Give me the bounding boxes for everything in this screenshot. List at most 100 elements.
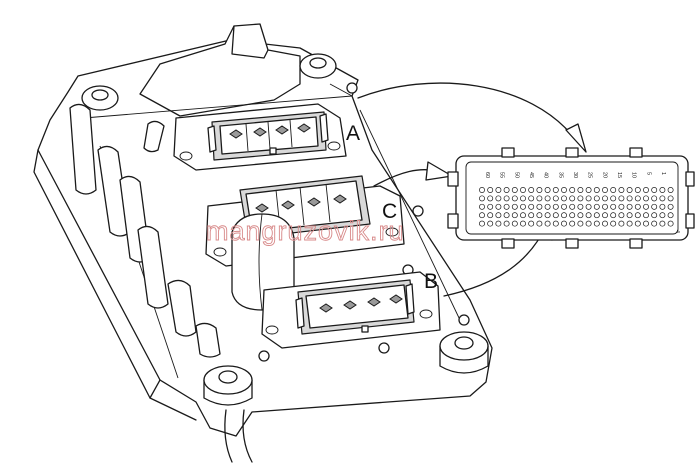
pin bbox=[667, 187, 674, 193]
pin bbox=[593, 195, 600, 202]
pin bbox=[659, 187, 666, 193]
pin bbox=[552, 212, 559, 219]
pin bbox=[593, 220, 600, 227]
pin bbox=[602, 203, 608, 210]
pin bbox=[643, 187, 649, 193]
pin bbox=[479, 220, 485, 227]
pin bbox=[610, 195, 617, 202]
pin bbox=[634, 195, 641, 202]
pin bbox=[626, 187, 633, 193]
pin bbox=[536, 195, 543, 202]
pin bbox=[634, 187, 641, 193]
pin bbox=[569, 195, 576, 202]
pin bbox=[577, 187, 584, 193]
pin-number-label: 55 bbox=[499, 172, 505, 178]
pin bbox=[659, 203, 666, 210]
pin bbox=[602, 195, 608, 202]
cooling-fins bbox=[69, 103, 221, 358]
pin bbox=[536, 203, 543, 210]
pin bbox=[618, 195, 625, 202]
pin bbox=[626, 212, 633, 219]
pin-number-label: 15 bbox=[616, 172, 622, 178]
pin bbox=[577, 195, 584, 202]
bolt-bottom-left bbox=[203, 365, 253, 406]
pin bbox=[561, 187, 567, 193]
pin bbox=[602, 220, 608, 227]
pin bbox=[520, 195, 526, 202]
pin bbox=[487, 187, 494, 193]
pin bbox=[577, 212, 584, 219]
pin-number-label: 5 bbox=[645, 172, 651, 175]
pin-number-edge: 4 bbox=[674, 230, 680, 233]
pin bbox=[487, 195, 494, 202]
pin bbox=[503, 203, 510, 210]
pin bbox=[561, 220, 567, 227]
pin bbox=[651, 187, 658, 193]
pin bbox=[536, 212, 543, 219]
pin bbox=[511, 212, 518, 219]
pin bbox=[495, 212, 502, 219]
pin bbox=[618, 212, 625, 219]
pin bbox=[487, 212, 494, 219]
watermark: mangruzovik.ru bbox=[206, 216, 405, 246]
pin bbox=[495, 195, 502, 202]
pin bbox=[585, 212, 592, 219]
pin bbox=[495, 203, 502, 210]
pin bbox=[511, 203, 518, 210]
pin bbox=[634, 203, 641, 210]
label-b: B bbox=[424, 270, 438, 293]
pin bbox=[667, 195, 674, 202]
pin bbox=[593, 187, 600, 193]
pin bbox=[528, 203, 535, 210]
pin bbox=[667, 220, 674, 227]
pin bbox=[577, 220, 584, 227]
pin bbox=[495, 220, 502, 227]
pin bbox=[479, 187, 485, 193]
pin bbox=[503, 195, 510, 202]
pin bbox=[503, 212, 510, 219]
pin bbox=[593, 212, 600, 219]
pin bbox=[520, 220, 526, 227]
pin bbox=[487, 220, 494, 227]
pin bbox=[511, 195, 518, 202]
pin bbox=[610, 212, 617, 219]
pin bbox=[544, 212, 551, 219]
pin bbox=[544, 187, 551, 193]
pin-number-label: 10 bbox=[631, 172, 637, 178]
pin bbox=[610, 187, 617, 193]
pin bbox=[536, 220, 543, 227]
pin bbox=[495, 187, 502, 193]
pin bbox=[618, 187, 625, 193]
label-a: A bbox=[346, 122, 360, 145]
pin bbox=[610, 203, 617, 210]
pin bbox=[544, 203, 551, 210]
pin bbox=[569, 187, 576, 193]
pin bbox=[479, 212, 485, 219]
pin bbox=[593, 203, 600, 210]
pin bbox=[528, 195, 535, 202]
pin bbox=[528, 220, 535, 227]
pin bbox=[651, 203, 658, 210]
pin bbox=[569, 212, 576, 219]
bolt-top-left bbox=[81, 85, 119, 111]
pin-number-label: 35 bbox=[557, 172, 563, 178]
pin bbox=[552, 187, 559, 193]
pin bbox=[487, 203, 494, 210]
pin bbox=[626, 220, 633, 227]
pin bbox=[511, 220, 518, 227]
pin bbox=[651, 195, 658, 202]
bolt-bottom-right bbox=[439, 331, 489, 374]
pin bbox=[602, 187, 608, 193]
pin bbox=[569, 220, 576, 227]
pin bbox=[626, 195, 633, 202]
pin-number-label: 25 bbox=[587, 172, 593, 178]
label-c: C bbox=[382, 200, 397, 223]
pin bbox=[585, 195, 592, 202]
pin-number-label: 1 bbox=[660, 172, 666, 175]
pin bbox=[552, 220, 559, 227]
mounting-bolts bbox=[81, 53, 489, 406]
